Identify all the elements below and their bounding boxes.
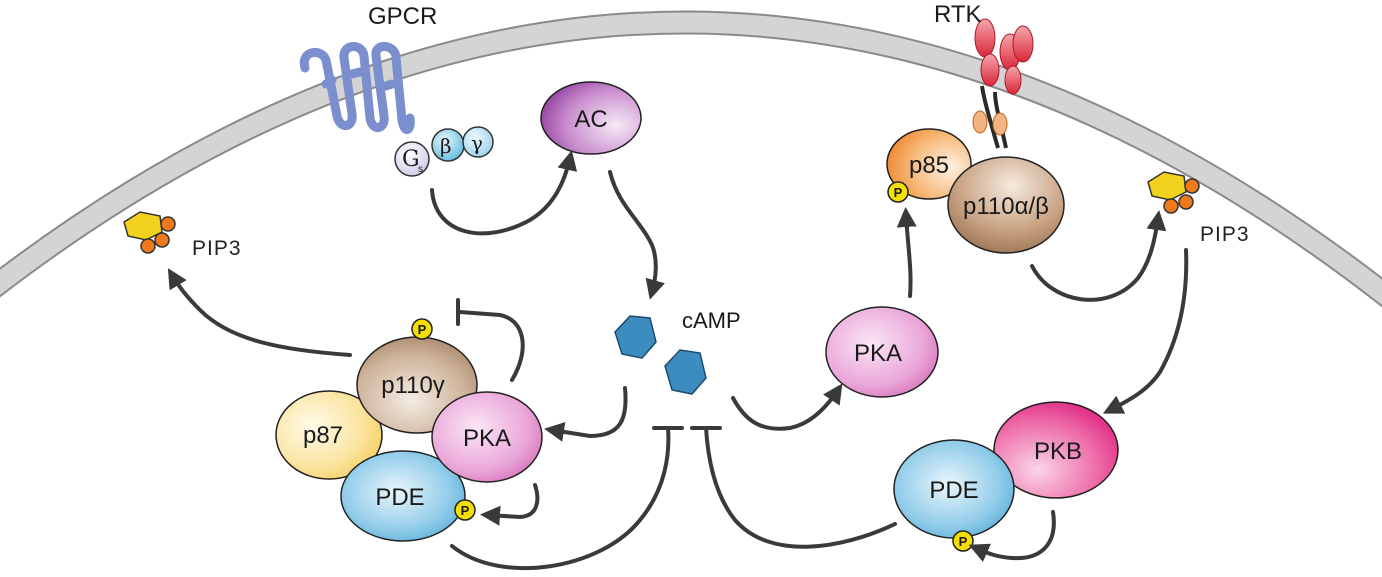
phosphate-icon: P bbox=[952, 530, 974, 552]
phospho-label: P bbox=[418, 322, 427, 337]
pde-right-label: PDE bbox=[929, 477, 978, 504]
inhibit-pde-left-to-camp bbox=[450, 426, 671, 571]
rtk-label: RTK bbox=[934, 1, 982, 28]
phospho-label: P bbox=[894, 185, 903, 200]
camp-molecule-icon bbox=[614, 315, 707, 395]
camp-label: cAMP bbox=[682, 308, 741, 333]
ac-node: AC bbox=[540, 81, 642, 155]
arrow-camp-to-pka-center bbox=[731, 383, 843, 431]
p110g-label: p110γ bbox=[381, 372, 445, 399]
gpcr-receptor-icon bbox=[299, 42, 415, 134]
ac-label: AC bbox=[574, 106, 607, 133]
pde-left-node: PDE bbox=[340, 450, 466, 542]
g-protein-complex: G s β γ bbox=[394, 126, 494, 177]
arrow-pka-to-p85 bbox=[896, 207, 917, 298]
cell-membrane bbox=[0, 10, 1382, 308]
g-subunit-label: G bbox=[402, 147, 420, 172]
p110ab-node: p110α/β bbox=[947, 156, 1065, 254]
pka-center-node: PKA bbox=[825, 306, 939, 398]
pip3-lipid-icon bbox=[123, 211, 176, 254]
arrow-gprotein-to-ac bbox=[430, 150, 578, 236]
s-subscript-label: s bbox=[418, 164, 423, 175]
p87-label: p87 bbox=[303, 422, 343, 449]
g-alpha-s-subunit bbox=[394, 141, 430, 177]
phosphate-icon: P bbox=[887, 181, 909, 203]
gamma-label: γ bbox=[471, 131, 483, 155]
arrow-pip3-to-pkb bbox=[1102, 248, 1189, 414]
arrow-pka-to-pde-phospho bbox=[480, 483, 540, 526]
g-gamma-subunit bbox=[462, 126, 494, 158]
pkb-label: PKB bbox=[1034, 438, 1082, 465]
p85-node: p85 bbox=[886, 128, 972, 200]
phosphate-icon: P bbox=[454, 499, 476, 521]
p87-node: p87 bbox=[275, 390, 383, 480]
rtk-receptor-icon bbox=[972, 18, 1034, 149]
arrow-camp-to-pka-left bbox=[544, 386, 628, 442]
p85-label: p85 bbox=[909, 152, 949, 179]
phospho-label: P bbox=[461, 503, 470, 518]
inhibit-pde-right-to-camp bbox=[704, 426, 897, 549]
gpcr-label: GPCR bbox=[368, 3, 437, 30]
arrow-ac-to-camp bbox=[608, 170, 665, 300]
p110ab-label: p110α/β bbox=[963, 193, 1049, 220]
pka-left-node: PKA bbox=[431, 391, 543, 483]
pka-left-label: PKA bbox=[463, 425, 511, 452]
pka-center-label: PKA bbox=[854, 340, 902, 367]
beta-label: β bbox=[440, 134, 452, 158]
pkb-node: PKB bbox=[993, 401, 1119, 499]
phosphate-icon: P bbox=[411, 318, 433, 340]
phospho-label: P bbox=[959, 534, 968, 549]
pip3-left-label: PIP3 bbox=[192, 237, 242, 260]
arrow-p110ab-to-pip3 bbox=[1030, 210, 1167, 302]
pip3-right-label: PIP3 bbox=[1200, 223, 1250, 246]
arrow-p110g-to-pip3 bbox=[167, 268, 352, 357]
pde-left-label: PDE bbox=[375, 484, 424, 511]
pathway-arrows bbox=[167, 150, 1189, 571]
pde-right-node: PDE bbox=[893, 439, 1015, 539]
pip3-lipid-icon bbox=[1147, 171, 1200, 214]
inhibit-pka-to-p110g bbox=[458, 310, 525, 382]
arrow-pkb-to-pde-phospho bbox=[968, 510, 1056, 563]
